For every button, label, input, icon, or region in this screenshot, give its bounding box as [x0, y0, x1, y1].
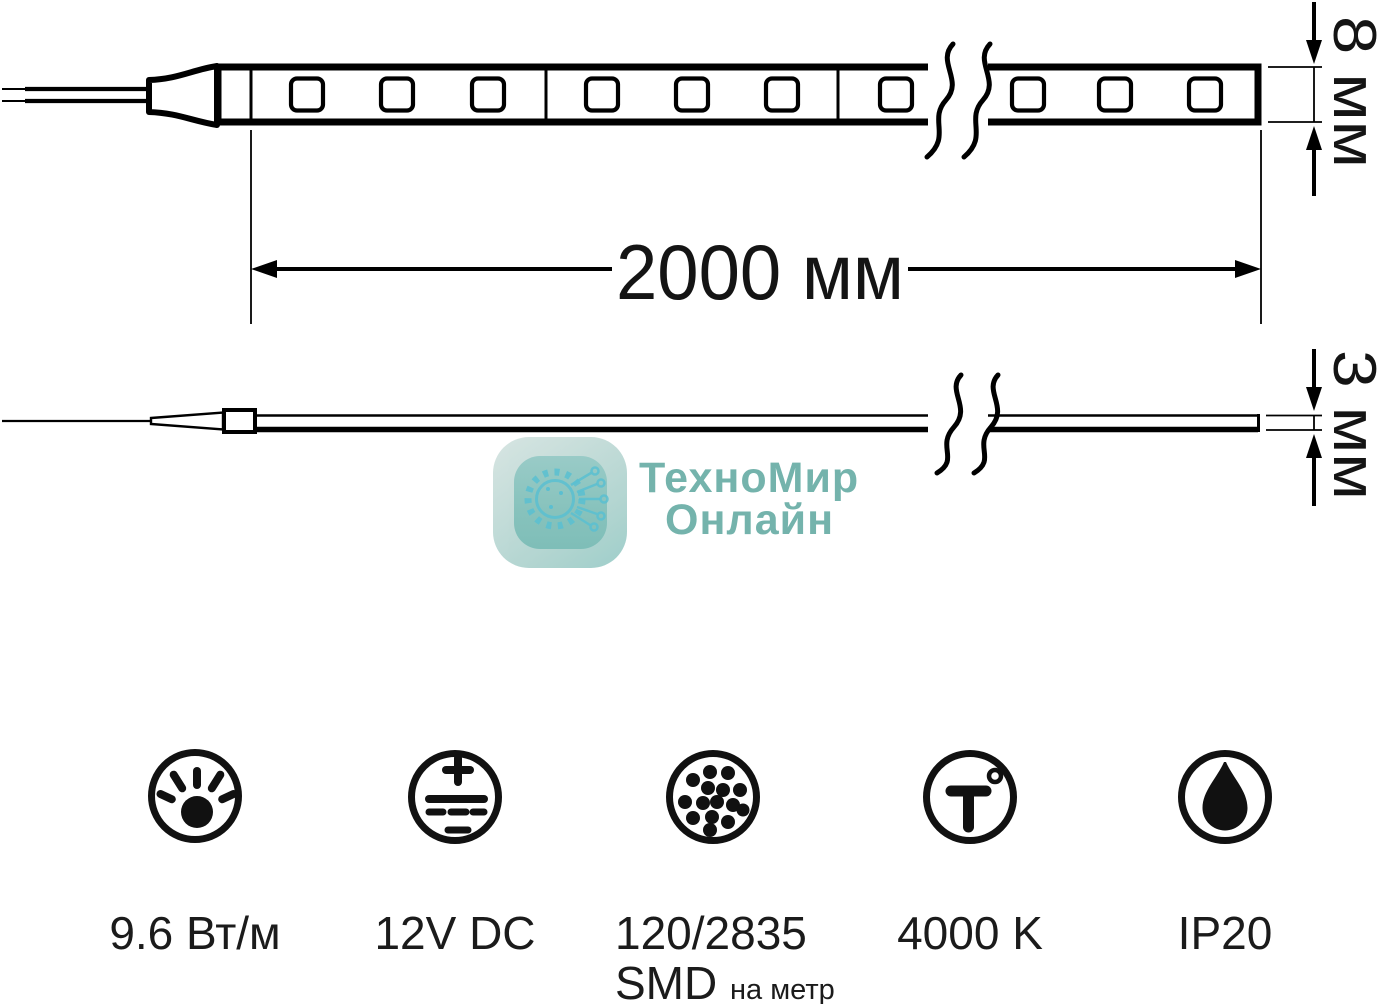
spec-label-light-output: 9.6 Вт/м — [109, 907, 281, 959]
spec-label-led-density-line1: 120/2835 — [615, 907, 807, 959]
watermark-line1: ТехноМир — [639, 454, 860, 502]
width-dimension-label: 8 мм — [1321, 16, 1385, 168]
strip-outline-left — [214, 63, 928, 126]
spec-led-density: 120/2835 SMD на метр — [593, 742, 835, 1004]
connector-funnel — [146, 63, 220, 128]
strip-outline-right — [988, 63, 1262, 126]
arrowhead-left — [251, 260, 277, 278]
watermark-badge — [493, 437, 627, 568]
watermark: ТехноМир Онлайн — [493, 437, 923, 577]
led-chips — [288, 76, 1224, 113]
gear-circuit-icon — [524, 466, 609, 532]
spec-label-dc-voltage: 12V DC — [374, 907, 536, 959]
arrowhead-up — [1306, 126, 1322, 150]
light-output-icon — [148, 749, 242, 843]
height-dimension-label: 3 мм — [1321, 350, 1385, 500]
top-view — [2, 41, 1262, 160]
break-symbol-side-view — [934, 372, 1001, 476]
arrowhead-down — [1306, 40, 1322, 64]
dimension-width — [1268, 2, 1322, 196]
supply-wires — [2, 86, 151, 104]
spec-label-led-density-line2: SMD на метр — [593, 957, 835, 1004]
break-symbol-top-view — [924, 41, 993, 160]
dimension-height — [1266, 349, 1322, 506]
side-wire-taper — [149, 411, 225, 431]
length-dimension-label: 2000 мм — [616, 228, 904, 316]
side-view — [2, 372, 1260, 476]
spec-ip-rating: IP20 — [1105, 742, 1345, 958]
smd-label: SMD — [615, 957, 718, 1004]
spec-dc-voltage: 12V DC — [335, 742, 575, 958]
arrowhead-right — [1235, 260, 1261, 278]
arrowhead-up — [1306, 434, 1322, 458]
spec-label-color-temperature: 4000 K — [897, 907, 1043, 959]
segment-cut-lines — [249, 67, 840, 122]
ip-rating-icon — [1178, 750, 1272, 844]
spec-light-output: 9.6 Вт/м — [75, 742, 315, 958]
led-strip-technical-drawing: 8 мм 2000 мм — [2, 2, 1385, 506]
side-connector — [222, 408, 257, 434]
spec-color-temperature: 4000 K — [850, 742, 1090, 958]
color-temperature-icon — [923, 750, 1017, 844]
dc-voltage-icon — [408, 750, 502, 844]
watermark-text: ТехноМир Онлайн — [639, 454, 860, 544]
arrowhead-down — [1306, 387, 1322, 411]
per-meter-label: на метр — [730, 974, 835, 1004]
dimension-length — [250, 130, 1262, 324]
led-density-icon — [666, 750, 760, 844]
spec-label-ip-rating: IP20 — [1177, 907, 1273, 959]
watermark-line2: Онлайн — [665, 496, 835, 544]
